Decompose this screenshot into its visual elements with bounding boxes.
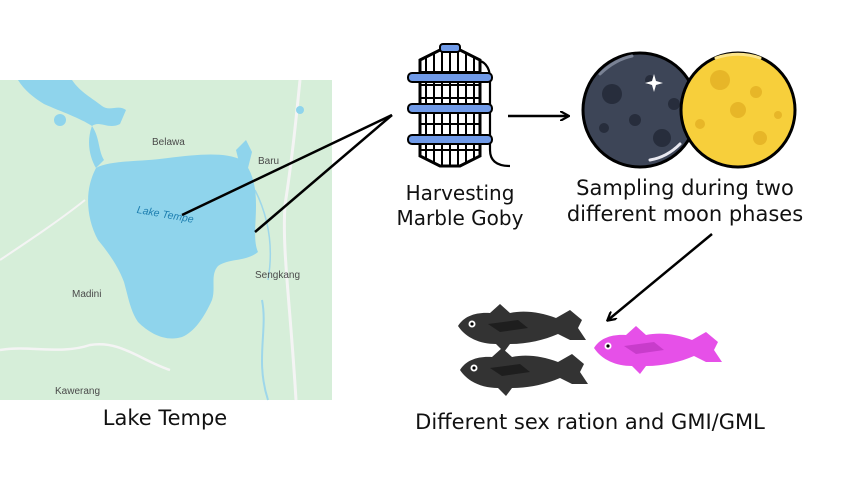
connector-line xyxy=(181,113,393,217)
map-road xyxy=(0,199,86,261)
lake-shape xyxy=(88,154,258,339)
map-label-sengkang: Sengkang xyxy=(255,270,301,281)
connector-line xyxy=(254,114,393,233)
map-lake-inlet xyxy=(236,140,252,168)
harvest-label-line1: Harvesting xyxy=(405,181,515,205)
map-river xyxy=(260,299,269,401)
sampling-label-line2: different moon phases xyxy=(566,202,804,226)
sampling-step-label: Sampling during two different moon phase… xyxy=(540,175,830,227)
map-water-channel xyxy=(89,126,104,168)
harvest-label-line2: Marble Goby xyxy=(396,206,524,230)
lake-tempe-map xyxy=(0,79,332,401)
map-label-baru: Baru xyxy=(258,156,280,167)
full-moon-icon xyxy=(679,51,797,169)
fish-trap-icon xyxy=(407,43,511,168)
black-fish-icon xyxy=(460,348,588,396)
map-label-belawa: Belawa xyxy=(152,137,185,148)
map-road xyxy=(0,342,171,372)
result-step-label: Different sex ration and GMI/GML xyxy=(415,410,765,434)
sampling-label-line1: Sampling during two xyxy=(576,176,794,200)
arrow-moons-to-fish xyxy=(608,233,713,320)
new-moon-icon xyxy=(581,51,699,169)
black-fish-icon xyxy=(458,304,586,352)
map-water-north xyxy=(18,80,126,126)
map-river xyxy=(254,189,272,281)
map-label-madini: Madini xyxy=(72,289,102,300)
map-label-kawerang: Kawerang xyxy=(55,386,101,397)
map-caption: Lake Tempe xyxy=(102,406,228,430)
map-pond xyxy=(296,106,304,114)
pink-fish-icon xyxy=(594,326,722,374)
harvest-step-label: Harvesting Marble Goby xyxy=(365,181,555,231)
map-pond xyxy=(54,114,66,126)
